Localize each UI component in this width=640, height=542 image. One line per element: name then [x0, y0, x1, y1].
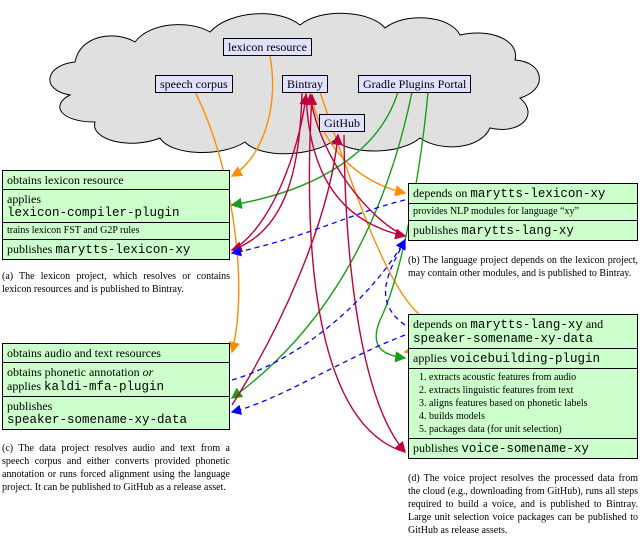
voice-step-item: extracts linguistic features from text — [429, 384, 633, 397]
data-caption: (c) The data project resolves audio and … — [2, 443, 230, 493]
voice-publishes-row: publishes voice-somename-xy — [409, 438, 637, 458]
language-project-box: depends on marytts-lexicon-xy provides N… — [408, 183, 638, 241]
voice-steps-list: extracts acoustic features from audio ex… — [413, 371, 633, 436]
language-publishes-row: publishes marytts-lang-xy — [409, 220, 637, 240]
data-publishes-row: publishes speaker-somename-xy-data — [3, 396, 229, 429]
voice-step-item: packages data (for unit selection) — [429, 423, 633, 436]
language-depends-row: depends on marytts-lexicon-xy — [413, 186, 606, 201]
github-node: GitHub — [319, 114, 365, 132]
lexicon-trains-row: trains lexicon FST and G2P rules — [3, 222, 229, 239]
voice-step-item: extracts acoustic features from audio — [429, 371, 633, 384]
voice-caption: (d) The voice project resolves the proce… — [408, 473, 638, 536]
data-project-box: obtains audio and text resources obtains… — [2, 343, 230, 430]
speech-corpus-node: speech corpus — [155, 75, 233, 93]
voice-project-box: depends on marytts-lang-xy and speaker-s… — [408, 314, 638, 459]
voice-step-item: builds models — [429, 410, 633, 423]
lexicon-resource-node: lexicon resource — [223, 38, 312, 56]
bintray-node: Bintray — [282, 75, 328, 93]
voice-step-item: aligns features based on phonetic labels — [429, 397, 633, 410]
lexicon-applies-row: applies lexicon-compiler-plugin — [3, 189, 229, 222]
lexicon-obtains-row: obtains lexicon resource — [7, 173, 124, 187]
lexicon-project-box: obtains lexicon resource applies lexicon… — [2, 170, 230, 260]
voice-steps-row: extracts acoustic features from audio ex… — [409, 368, 637, 438]
voice-depends-row: depends on marytts-lang-xy and speaker-s… — [413, 317, 604, 346]
language-caption: (b) The language project depends on the … — [408, 255, 638, 279]
voice-applies-row: applies voicebuilding-plugin — [409, 348, 637, 368]
lexicon-publishes-row: publishes marytts-lexicon-xy — [3, 239, 229, 259]
language-provides-row: provides NLP modules for language “xy” — [409, 203, 637, 220]
lexicon-caption: (a) The lexicon project, which resolves … — [2, 271, 230, 295]
data-phonetic-row: obtains phonetic annotation or applies k… — [3, 362, 229, 396]
gradle-plugins-portal-node: Gradle Plugins Portal — [358, 75, 472, 93]
data-obtains-row: obtains audio and text resources — [7, 346, 161, 360]
